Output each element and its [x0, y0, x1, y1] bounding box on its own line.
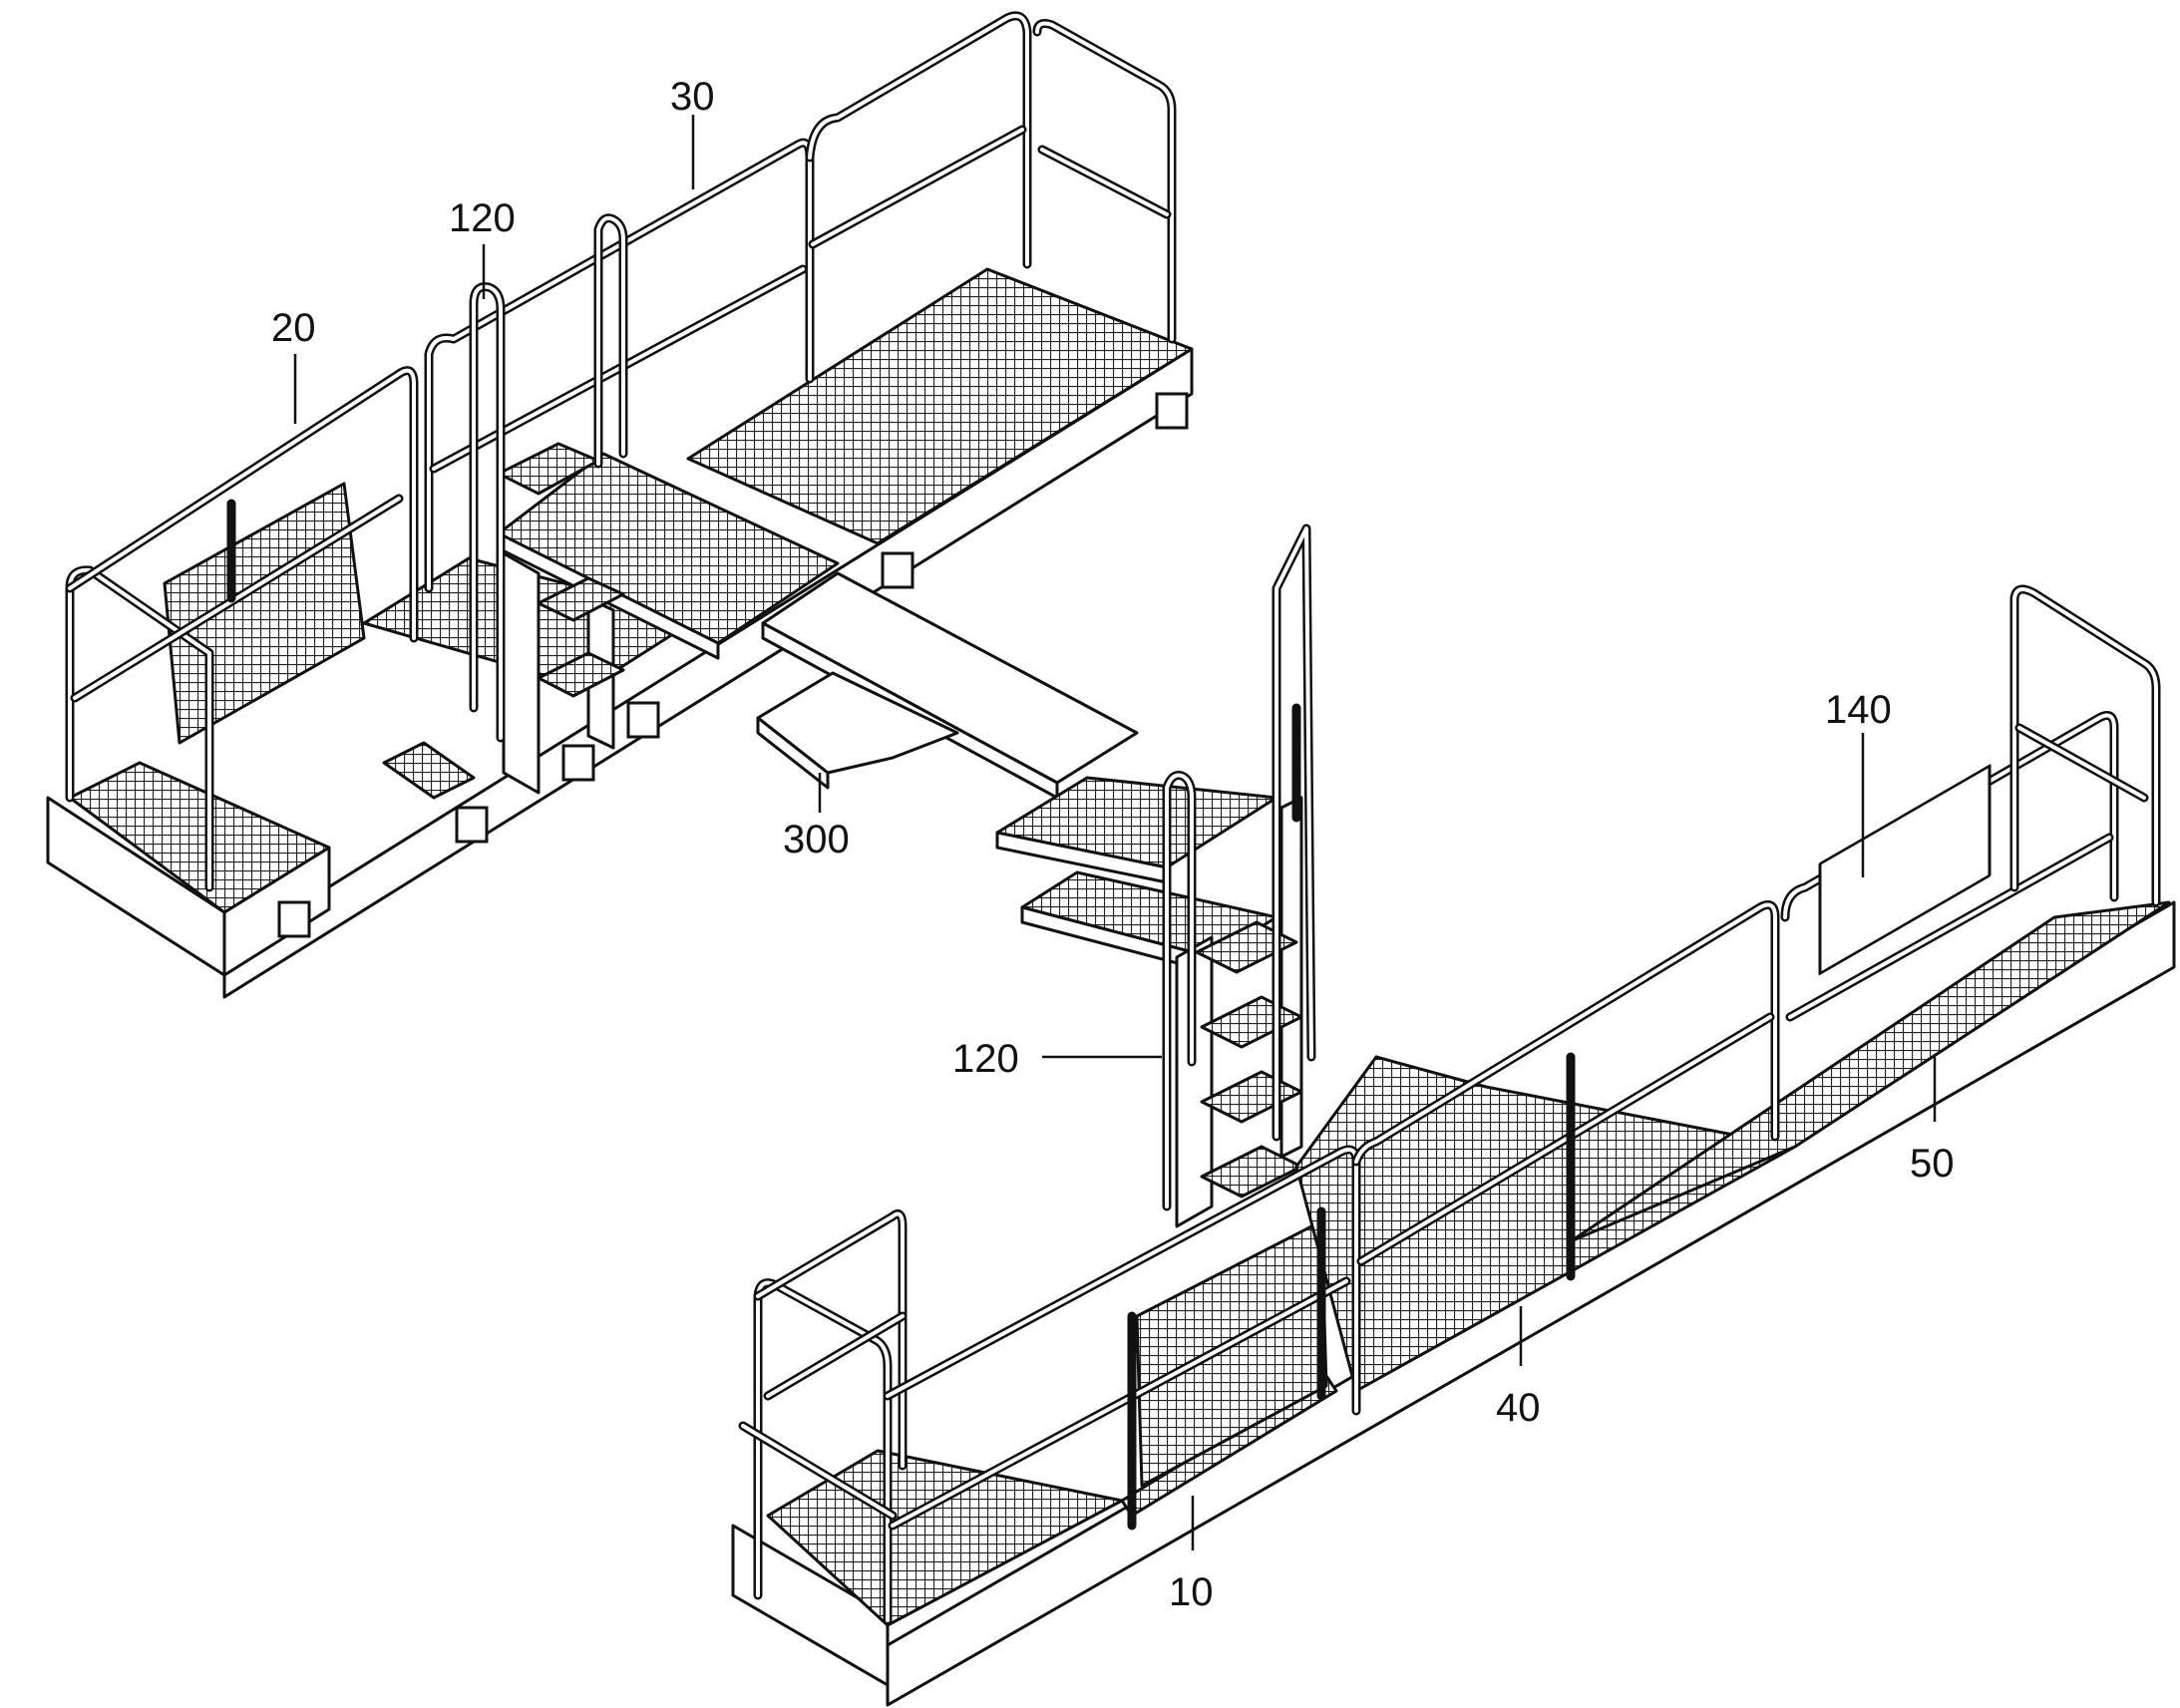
clamp-6: [1155, 392, 1189, 430]
label-120b: 120: [952, 1037, 1019, 1081]
label-140: 140: [1825, 688, 1892, 732]
folding-grate-panel: [163, 482, 366, 745]
clamp-1: [277, 900, 311, 938]
clamp-5: [881, 551, 914, 589]
walkway-side-grate-10: [1135, 1219, 1328, 1488]
label-120a: 120: [449, 196, 516, 240]
mid-stair-tread-1: [1195, 920, 1298, 974]
gate-140: [1818, 764, 1992, 976]
label-30: 30: [670, 75, 715, 119]
clamp-4: [626, 701, 660, 739]
middle-stair-assembly: [995, 523, 1316, 1228]
connector-plate-assembly-300: [756, 571, 1139, 800]
platform-assembly-10-40-50: [731, 584, 2176, 1707]
reference-labels: 20 30 120 300 120 140 50 40 10: [271, 75, 1955, 1614]
walkway-deck-30: [686, 267, 1194, 545]
stair-stringer-upper: [502, 551, 541, 795]
label-10: 10: [1169, 1570, 1214, 1614]
walkway-deck-40: [1294, 1055, 1797, 1393]
label-300: 300: [783, 818, 850, 861]
stair-handrail-120-upper: [469, 282, 506, 743]
label-50: 50: [1910, 1142, 1955, 1186]
stair-tread-bottom: [382, 741, 476, 800]
lower-end-box-front: [731, 1524, 890, 1687]
platform-assembly-20-30: [46, 11, 1194, 999]
mid-stair-stringer: [1175, 935, 1214, 1228]
clamp-3: [561, 744, 595, 782]
connector-plate-300-edge: [756, 716, 830, 790]
walkway-deck-50: [1569, 900, 2171, 1243]
left-end-deck: [68, 761, 331, 914]
stair-tread-upper-2: [537, 576, 625, 622]
stair-tread-upper-3: [537, 651, 625, 698]
label-20: 20: [271, 306, 316, 350]
label-40: 40: [1496, 1386, 1541, 1430]
clamp-2: [455, 806, 489, 844]
